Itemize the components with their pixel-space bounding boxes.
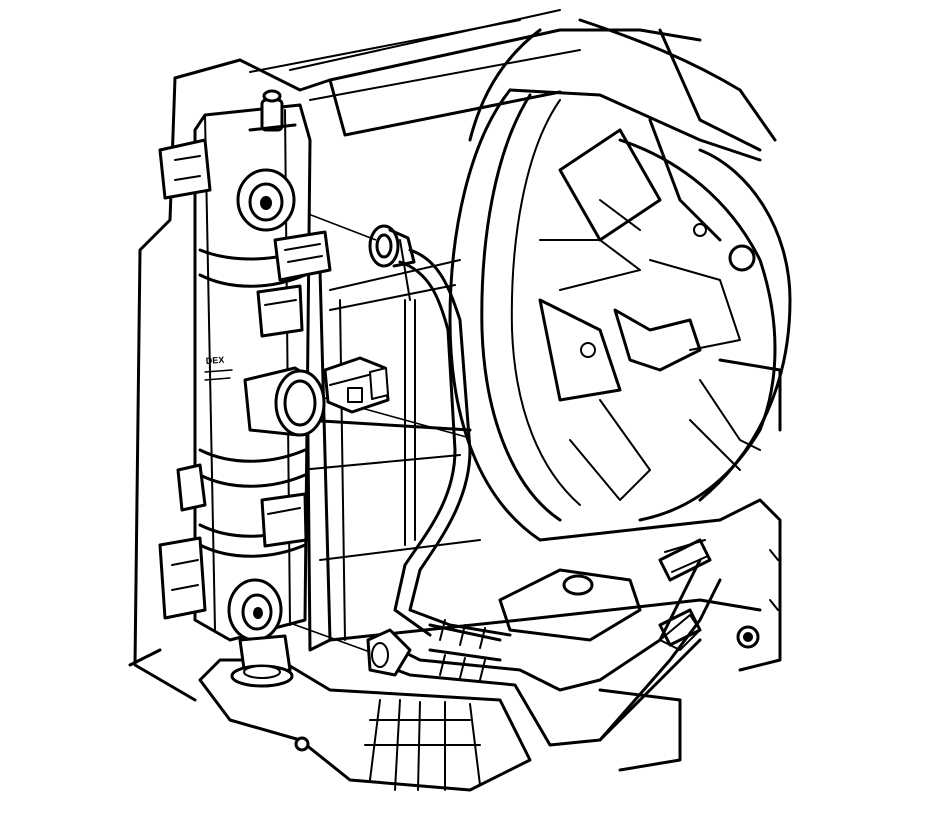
cooler-lines bbox=[366, 224, 722, 747]
upper-mount-clip bbox=[158, 138, 212, 200]
lower-quick-connect-fitting bbox=[366, 628, 412, 677]
lower-mount-clip bbox=[176, 463, 207, 512]
upper-quick-connect-fitting bbox=[368, 224, 416, 268]
lower-cooler-port bbox=[227, 578, 283, 642]
line-fitting bbox=[658, 538, 712, 582]
fan-motor-bolt bbox=[580, 342, 596, 358]
tank-printed-label: DEX bbox=[205, 355, 224, 366]
lower-mount-clip bbox=[158, 536, 207, 620]
fan-motor-bolt bbox=[693, 223, 707, 237]
tank-top-fitting bbox=[248, 89, 297, 132]
electrical-connector bbox=[273, 230, 332, 282]
tank-bottom-post bbox=[230, 634, 294, 688]
line-fitting bbox=[658, 608, 702, 647]
air-deflector bbox=[198, 658, 682, 792]
coolant-hose-outlet bbox=[243, 366, 326, 437]
upper-cooler-port bbox=[236, 168, 296, 232]
bracket-hole bbox=[562, 574, 594, 596]
radiator-side-tank: DEX bbox=[158, 89, 332, 688]
fan-mount-hole bbox=[728, 244, 756, 272]
cooling-fan-assembly bbox=[448, 18, 792, 542]
tank-latch bbox=[260, 492, 308, 548]
lower-bracket bbox=[498, 498, 782, 672]
tank-latch bbox=[256, 284, 304, 338]
harness-connector bbox=[323, 356, 390, 414]
deflector-hole bbox=[294, 736, 310, 752]
